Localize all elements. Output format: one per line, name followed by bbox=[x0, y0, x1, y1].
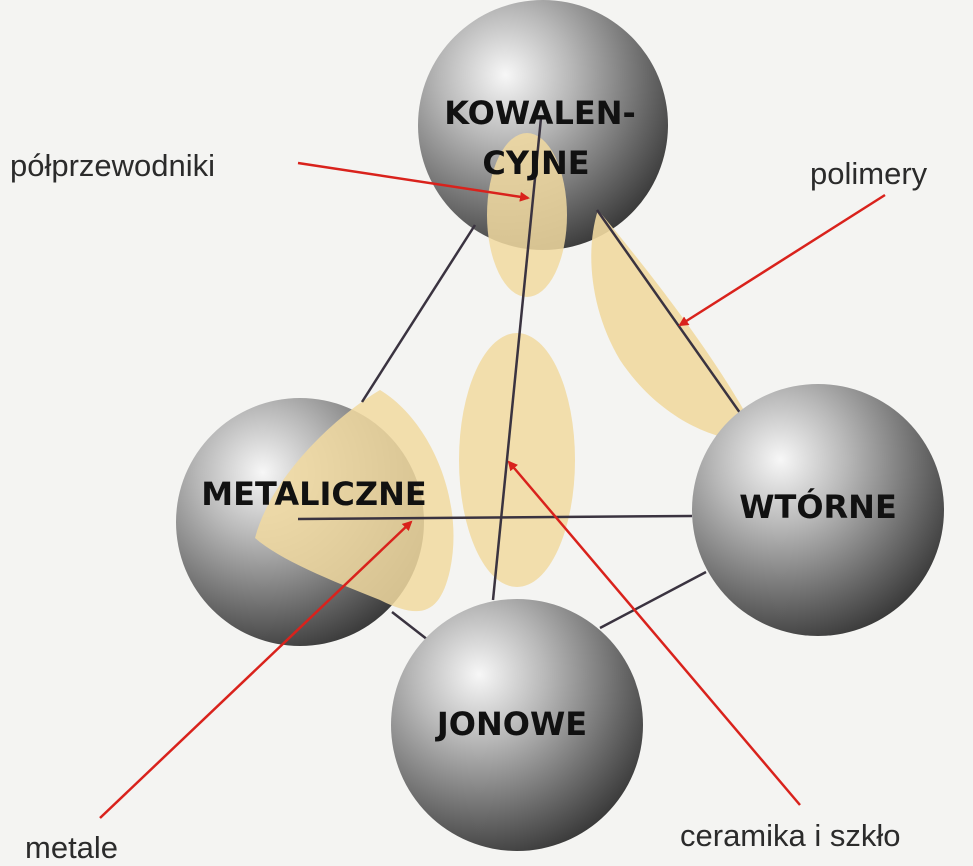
edge-wto-jon bbox=[600, 572, 706, 628]
label-kowalencyjne-2: CYJNE bbox=[482, 144, 589, 182]
label-polimery: polimery bbox=[810, 156, 928, 191]
label-metale: metale bbox=[25, 830, 118, 865]
arrow-polimery bbox=[680, 195, 885, 325]
label-jonowe: JONOWE bbox=[435, 705, 587, 743]
label-metaliczne: METALICZNE bbox=[201, 475, 426, 513]
label-ceramika: ceramika i szkło bbox=[680, 818, 901, 853]
edge-kow-met bbox=[362, 225, 475, 402]
edge-met-jon bbox=[392, 612, 428, 640]
label-wtorne: WTÓRNE bbox=[739, 487, 897, 526]
label-polprzewodniki: półprzewodniki bbox=[10, 148, 215, 183]
label-kowalencyjne-1: KOWALEN- bbox=[444, 94, 636, 132]
